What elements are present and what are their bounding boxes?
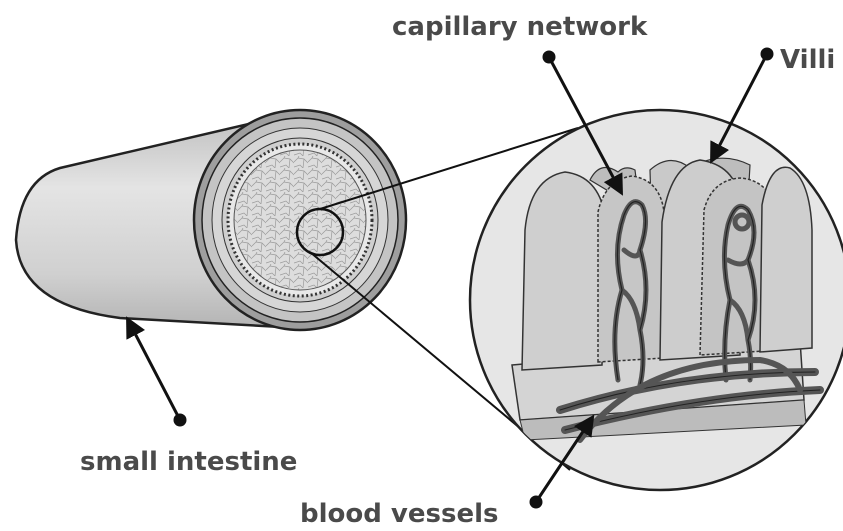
label-villi: Villi: [780, 45, 835, 75]
magnified-villi: [470, 110, 843, 490]
small-intestine-arrow: [128, 320, 185, 425]
label-capillary-network: capillary network: [392, 12, 648, 42]
label-blood-vessels: blood vessels: [300, 499, 498, 529]
cross-section: [202, 118, 398, 322]
label-small-intestine: small intestine: [80, 447, 297, 477]
